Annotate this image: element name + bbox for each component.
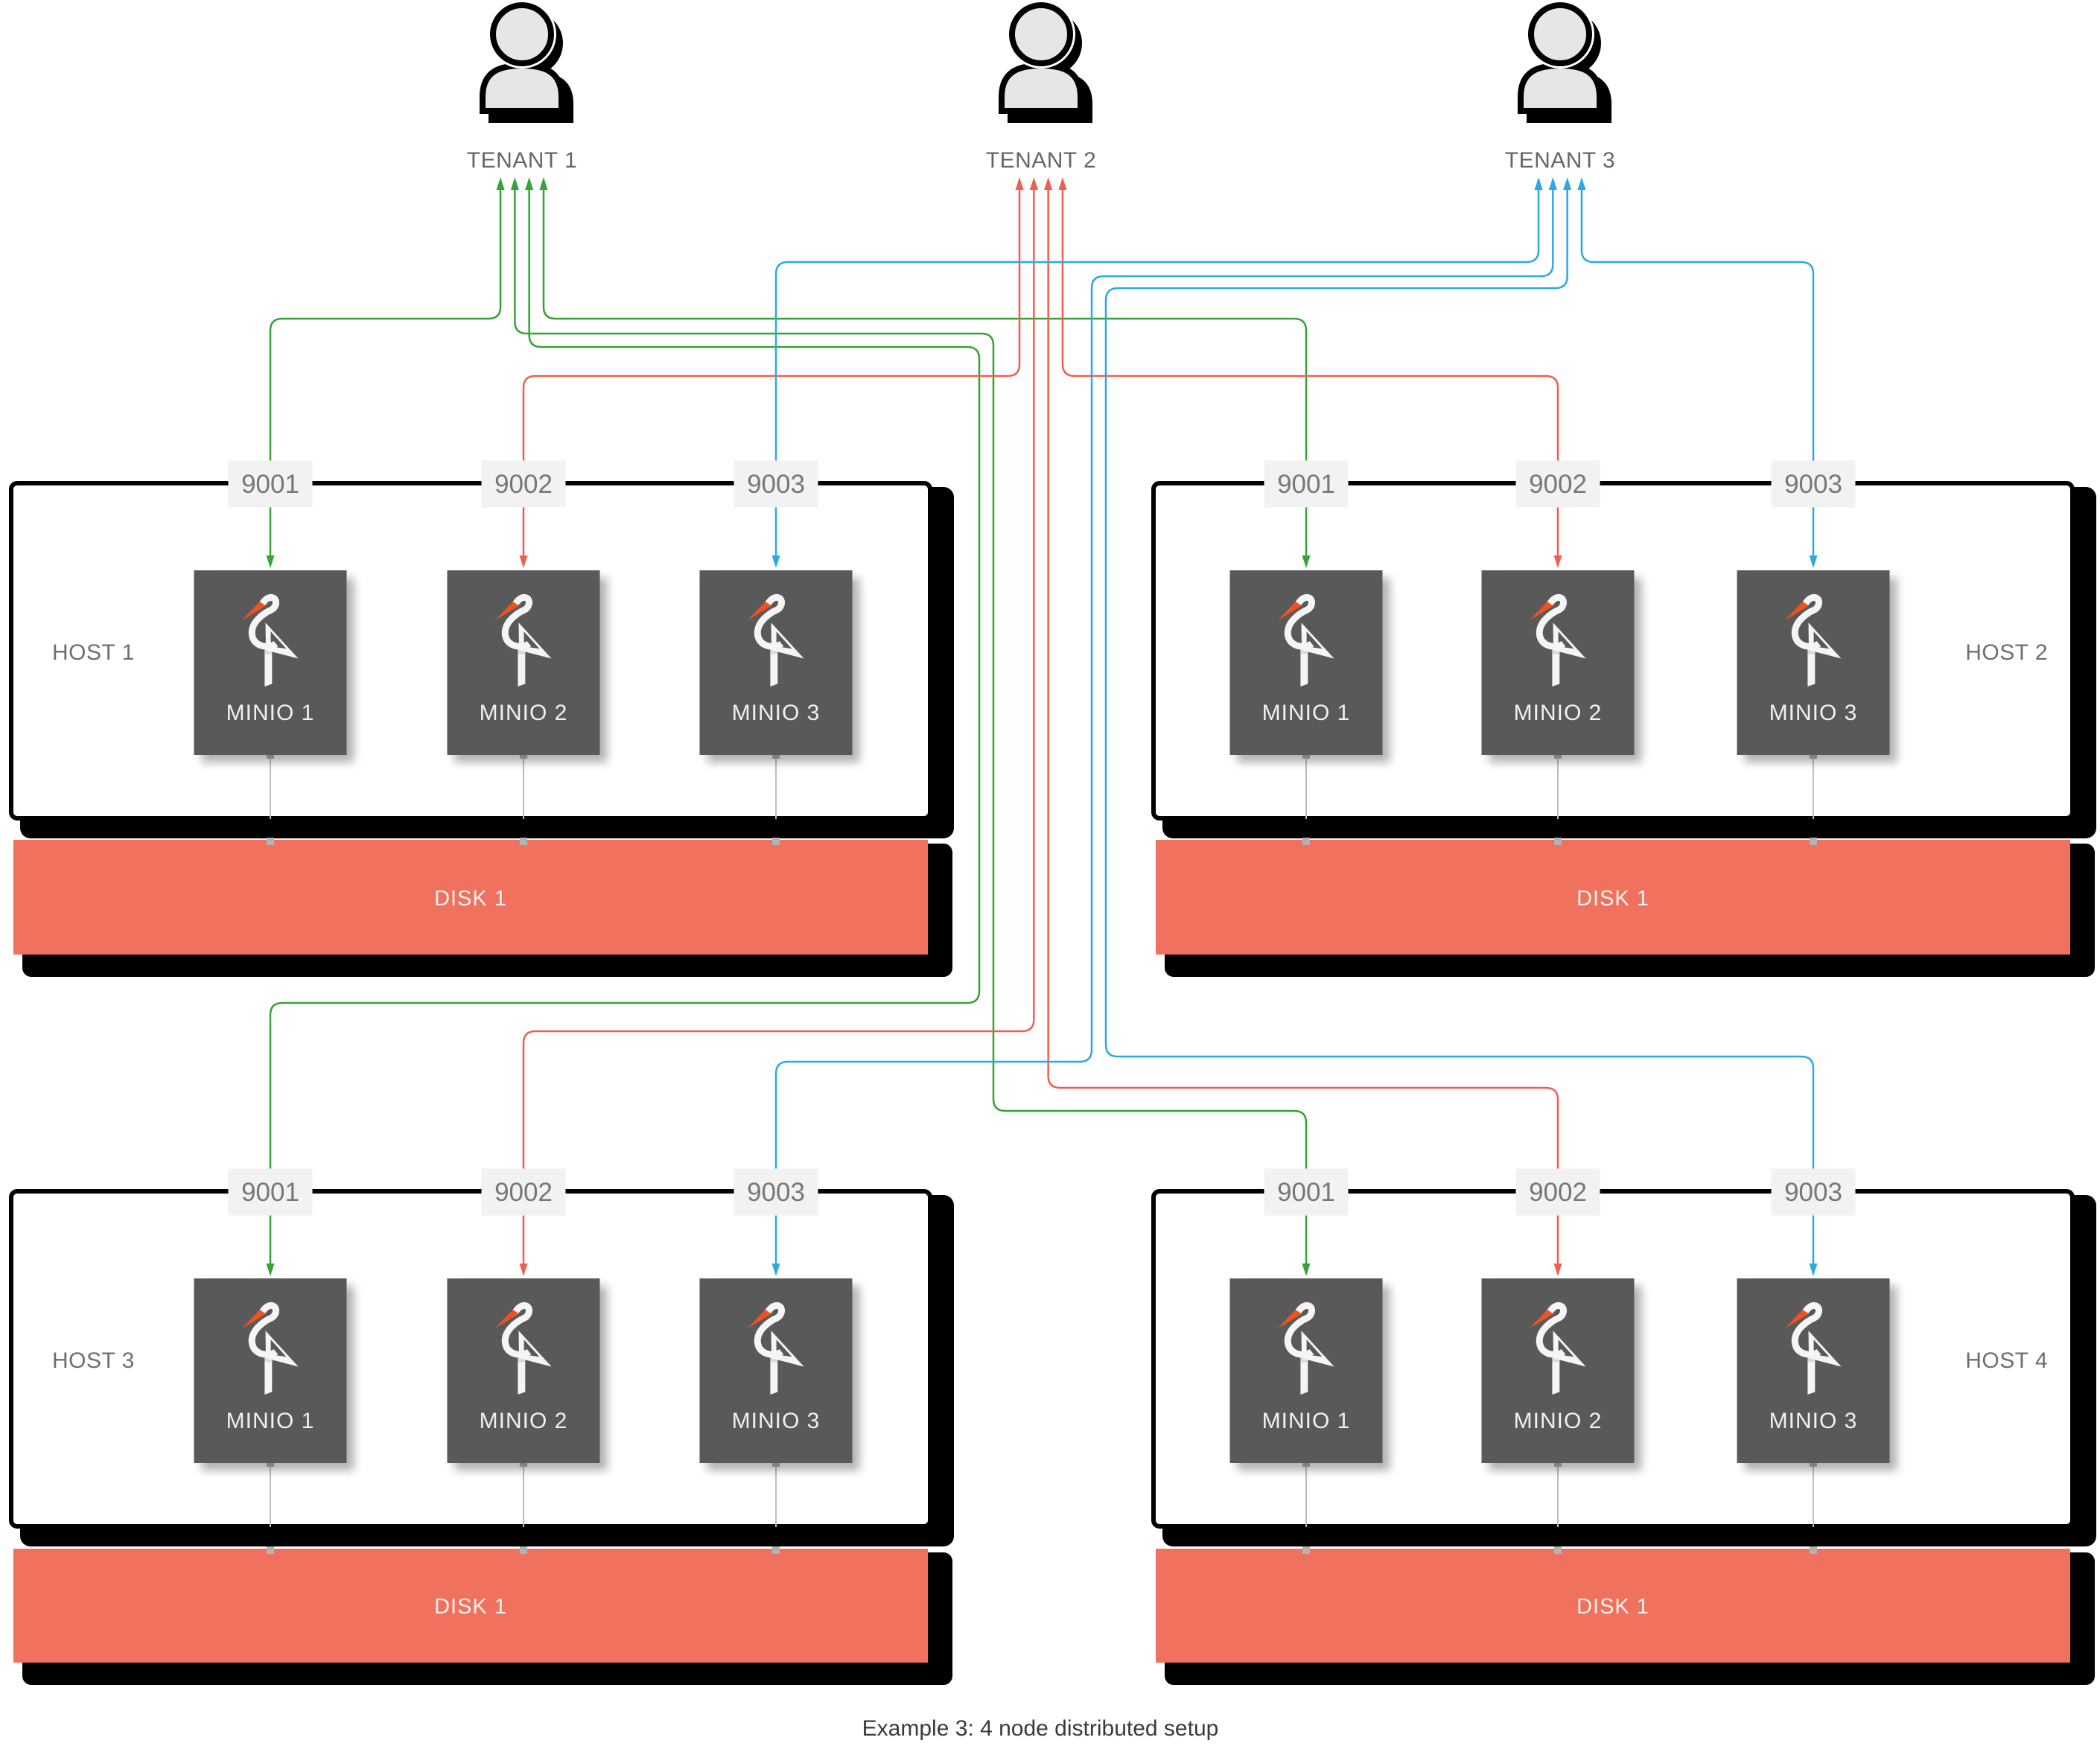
svg-text:MINIO 1: MINIO 1 [1262, 1409, 1351, 1433]
svg-text:9001: 9001 [241, 470, 299, 499]
svg-text:9002: 9002 [494, 470, 553, 499]
svg-text:DISK 1: DISK 1 [434, 1595, 507, 1619]
svg-text:9002: 9002 [1529, 1178, 1587, 1207]
svg-text:HOST 1: HOST 1 [52, 640, 135, 665]
svg-text:9002: 9002 [1529, 470, 1587, 499]
svg-text:HOST 3: HOST 3 [52, 1348, 135, 1373]
svg-text:MINIO 2: MINIO 2 [480, 701, 568, 725]
svg-text:9001: 9001 [241, 1178, 299, 1207]
svg-text:MINIO 2: MINIO 2 [480, 1409, 568, 1433]
svg-text:TENANT 3: TENANT 3 [1505, 148, 1615, 173]
svg-text:TENANT 1: TENANT 1 [467, 148, 577, 173]
svg-text:9003: 9003 [1784, 1178, 1842, 1207]
svg-text:DISK 1: DISK 1 [1576, 1595, 1649, 1619]
svg-text:MINIO 3: MINIO 3 [1769, 1409, 1858, 1433]
svg-text:9003: 9003 [1784, 470, 1842, 499]
svg-text:HOST 2: HOST 2 [1965, 640, 2048, 665]
svg-text:MINIO 3: MINIO 3 [1769, 701, 1858, 725]
svg-text:9003: 9003 [747, 470, 805, 499]
svg-text:MINIO 2: MINIO 2 [1514, 1409, 1603, 1433]
svg-text:MINIO 1: MINIO 1 [226, 701, 315, 725]
svg-text:MINIO 3: MINIO 3 [732, 1409, 821, 1433]
svg-text:MINIO 2: MINIO 2 [1514, 701, 1603, 725]
svg-text:HOST 4: HOST 4 [1965, 1348, 2048, 1373]
svg-text:DISK 1: DISK 1 [434, 887, 507, 911]
svg-text:DISK 1: DISK 1 [1576, 887, 1649, 911]
svg-text:9002: 9002 [494, 1178, 553, 1207]
svg-text:9001: 9001 [1277, 470, 1335, 499]
svg-text:MINIO 1: MINIO 1 [226, 1409, 315, 1433]
svg-text:Example 3: 4 node distributed: Example 3: 4 node distributed setup [862, 1716, 1219, 1741]
svg-text:MINIO 3: MINIO 3 [732, 701, 821, 725]
svg-text:MINIO 1: MINIO 1 [1262, 701, 1351, 725]
svg-text:9003: 9003 [747, 1178, 805, 1207]
svg-text:TENANT 2: TENANT 2 [986, 148, 1096, 173]
svg-text:9001: 9001 [1277, 1178, 1335, 1207]
